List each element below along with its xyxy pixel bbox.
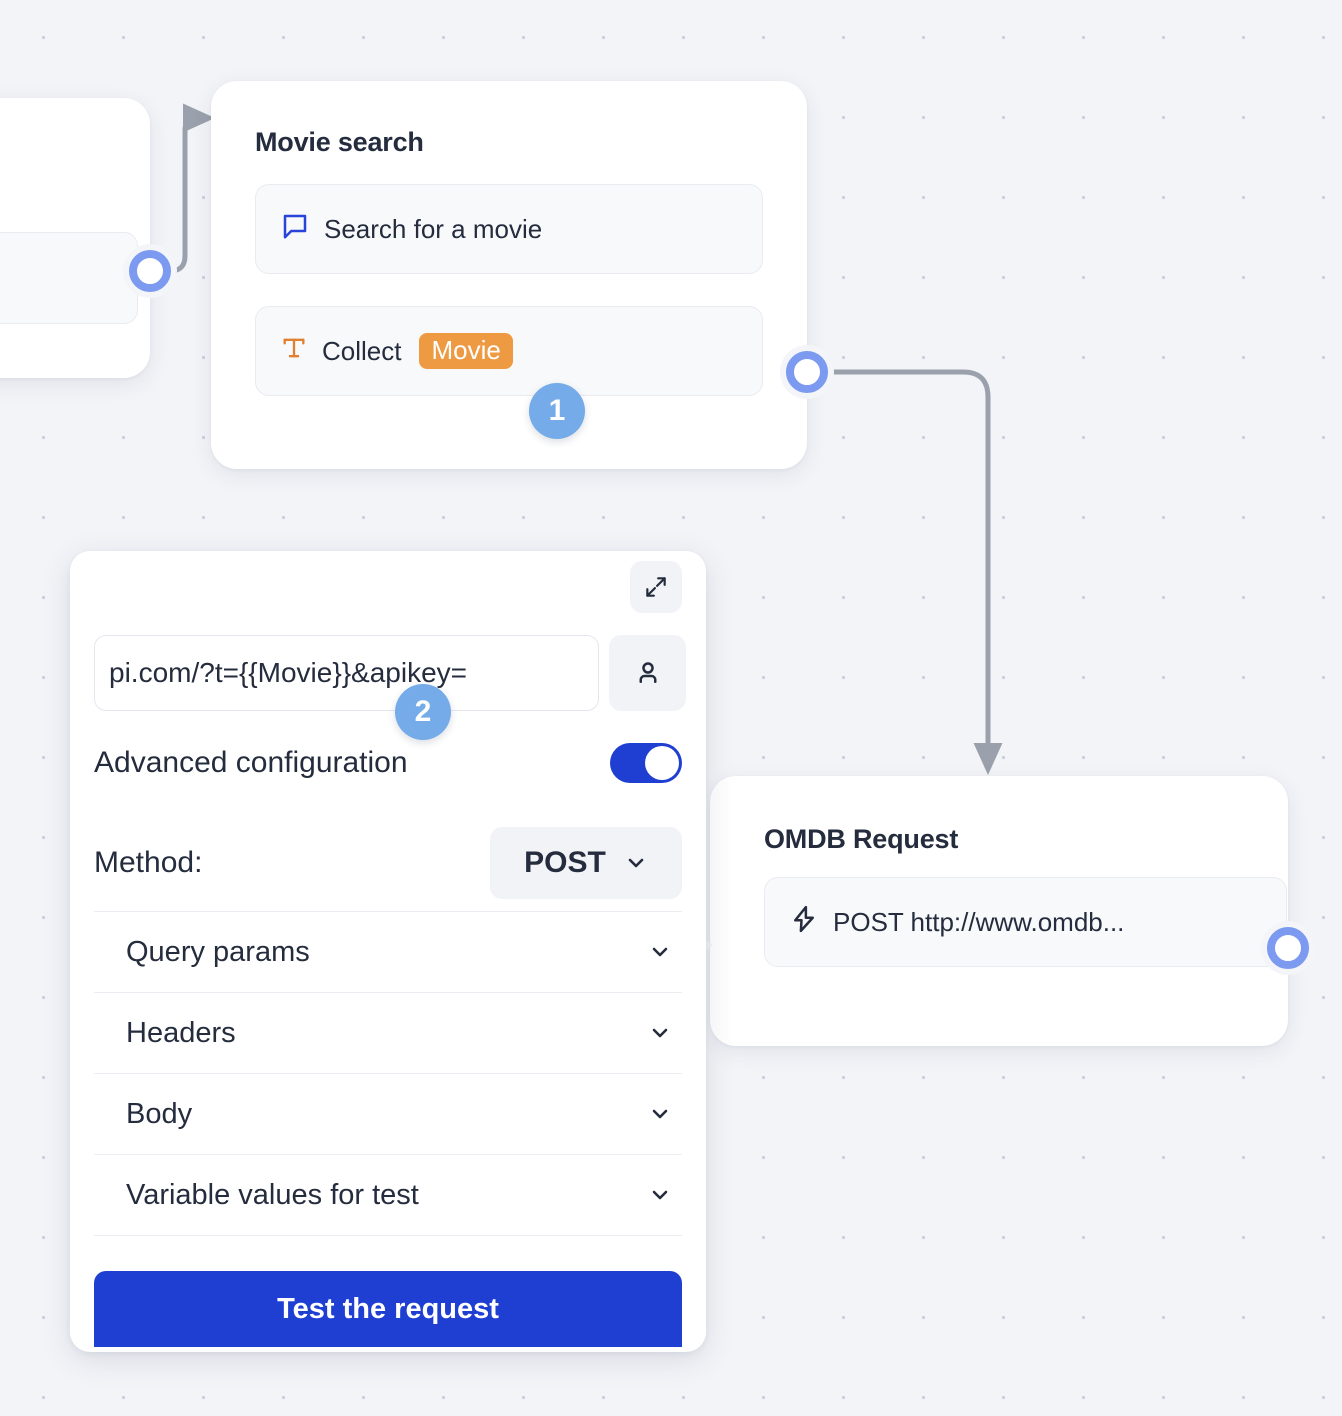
connector-dot-omdb-output[interactable] xyxy=(1261,921,1315,975)
section-headers[interactable]: Headers xyxy=(94,993,682,1074)
section-variable-values-for-test[interactable]: Variable values for test xyxy=(94,1155,682,1236)
node-row-label: Search for a movie xyxy=(324,213,543,244)
chevron-down-icon xyxy=(648,1102,672,1126)
expand-panel-button[interactable] xyxy=(630,561,682,613)
chevron-down-icon xyxy=(648,1021,672,1045)
node-row-omdb-post-request[interactable]: POST http://www.omdb... xyxy=(764,877,1287,967)
chat-bubble-icon xyxy=(280,211,310,248)
section-label: Body xyxy=(126,1097,193,1130)
text-t-icon xyxy=(280,334,308,369)
configuration-sections: Query params Headers Body xyxy=(94,911,682,1236)
request-configuration-panel: pi.com/?t={{Movie}}&apikey= Advanced con… xyxy=(70,551,706,1352)
section-label: Variable values for test xyxy=(126,1178,419,1211)
node-card-movie-search[interactable]: Movie search Search for a movie Collect … xyxy=(211,81,807,469)
advanced-configuration-toggle[interactable] xyxy=(610,743,682,783)
person-icon xyxy=(639,662,656,683)
connector-dot-left-node-output[interactable] xyxy=(123,244,177,298)
node-card-omdb-request[interactable]: OMDB Request POST http://www.omdb... xyxy=(696,776,1288,1046)
section-body[interactable]: Body xyxy=(94,1074,682,1155)
chevron-down-icon xyxy=(648,1183,672,1207)
node-card-partial[interactable] xyxy=(0,98,150,378)
select-variable-button[interactable] xyxy=(609,635,686,711)
connector-dot-movie-search-output[interactable] xyxy=(780,345,834,399)
chevron-down-icon xyxy=(624,851,648,875)
step-badge-1: 1 xyxy=(529,383,585,439)
request-url-input[interactable]: pi.com/?t={{Movie}}&apikey= xyxy=(94,635,599,711)
section-label: Headers xyxy=(126,1016,236,1049)
advanced-configuration-label: Advanced configuration xyxy=(94,746,408,779)
variable-tag-movie[interactable]: Movie xyxy=(419,333,513,369)
node-title-omdb-request: OMDB Request xyxy=(764,824,959,854)
section-label: Query params xyxy=(126,935,310,968)
connector-movie-search-to-omdb xyxy=(829,369,1003,775)
method-row: Method: POST xyxy=(94,827,682,899)
node-row-placeholder[interactable] xyxy=(0,232,138,324)
method-select[interactable]: POST xyxy=(490,827,682,899)
node-row-label: Collect xyxy=(322,335,402,366)
chevron-down-icon xyxy=(648,940,672,964)
node-title-movie-search: Movie search xyxy=(255,127,424,157)
advanced-configuration-row: Advanced configuration xyxy=(94,743,682,783)
node-row-label: POST http://www.omdb... xyxy=(833,906,1125,937)
lightning-bolt-icon xyxy=(789,904,819,941)
node-row-search-for-a-movie[interactable]: Search for a movie xyxy=(255,184,763,274)
method-select-value: POST xyxy=(524,846,606,879)
expand-diagonal-icon xyxy=(646,577,666,597)
section-query-params[interactable]: Query params xyxy=(94,912,682,993)
method-label: Method: xyxy=(94,846,203,879)
test-the-request-button[interactable]: Test the request xyxy=(94,1271,682,1347)
url-row: pi.com/?t={{Movie}}&apikey= xyxy=(94,635,686,711)
node-row-collect-movie[interactable]: Collect Movie xyxy=(255,306,763,396)
step-badge-2: 2 xyxy=(395,684,451,740)
